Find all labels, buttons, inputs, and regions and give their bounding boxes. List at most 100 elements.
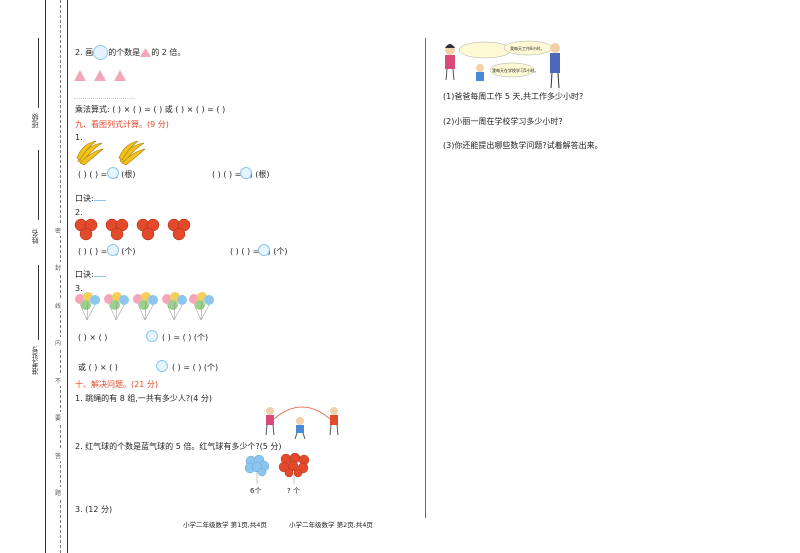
apple-group xyxy=(136,218,160,241)
balloon-group xyxy=(189,292,214,321)
page-divider xyxy=(425,38,426,518)
jump-rope-illustration xyxy=(265,406,339,440)
seal-char: 内 xyxy=(55,337,62,348)
footer-page-1: 小学二年级数学 第1页,共4页 xyxy=(183,521,267,529)
balloon-group xyxy=(104,292,129,321)
seal-char: 不 xyxy=(55,375,62,386)
dialogue-illustration xyxy=(445,40,560,89)
question-rope: 1. 跳绳的有 8 组,一共有多少人?(4 分) xyxy=(75,394,213,403)
bubble-dad-text: 我每天工作8小时。 xyxy=(510,46,545,51)
apple-groups xyxy=(74,218,191,241)
apple-group xyxy=(167,218,191,241)
operator-circle[interactable] xyxy=(146,330,158,342)
apple-group xyxy=(74,218,98,241)
operator-circle[interactable] xyxy=(107,167,119,179)
multiplication-line: 乘法算式: ( ) × ( ) = ( ) 或 ( ) × ( ) = ( ) xyxy=(75,105,226,114)
equation-bananas-a: ( ) ( ) = ( ) (根) xyxy=(78,170,136,179)
dad-icon xyxy=(550,43,560,89)
banana-icon xyxy=(121,148,146,165)
balloon-icon xyxy=(287,460,299,472)
operator-circle[interactable] xyxy=(240,167,252,179)
operator-circle[interactable] xyxy=(156,360,168,372)
name-label: 姓名: xyxy=(31,228,39,245)
girl-icon xyxy=(445,44,455,81)
balloon-group xyxy=(133,292,158,321)
operator-circle[interactable] xyxy=(258,244,270,256)
balloon-icon xyxy=(257,467,267,477)
triangle-row xyxy=(74,70,126,81)
seal-char: 封 xyxy=(55,262,62,273)
speech-bubble-child xyxy=(489,62,535,78)
triangle-icon xyxy=(94,70,106,81)
section-9-title: 九、看图列式计算。(9 分) xyxy=(75,120,169,129)
balloon-icon xyxy=(204,295,214,305)
seal-char: 线 xyxy=(55,300,62,311)
exam-id-underline xyxy=(38,265,39,340)
balloon-icon xyxy=(81,300,91,310)
equation-balloons-b: 或 ( ) × ( ) xyxy=(78,363,118,372)
banana-icon xyxy=(79,148,104,165)
exam-id-label: 准考证号: xyxy=(31,345,39,376)
operator-circle[interactable] xyxy=(107,244,119,256)
right-question-3: (3)你还能提出哪些数学问题?试着解答出来。 xyxy=(443,141,603,150)
equation-apples-a: ( ) ( ) = ( ) (个) xyxy=(78,247,136,256)
circle-icon xyxy=(93,45,109,60)
equation-balloons-a-result: ( ) = ( ) (个) xyxy=(162,333,209,342)
equation-balloons-b-result: ( ) = ( ) (个) xyxy=(172,363,219,372)
margin-line-inner xyxy=(67,0,68,553)
balloon-icon xyxy=(90,295,100,305)
class-label: 班级: xyxy=(31,112,39,129)
balloon-icon xyxy=(177,295,187,305)
child-icon xyxy=(294,417,306,440)
problem-3-number: 3. xyxy=(75,284,83,293)
balloon-icon xyxy=(284,468,294,478)
kouju-label: 口诀: xyxy=(75,194,106,204)
kouju-label: 口诀: xyxy=(75,270,106,280)
problem-1-number: 1. xyxy=(75,133,83,142)
kouju-blank[interactable] xyxy=(93,199,106,201)
equation-balloons-a: ( ) × ( ) xyxy=(78,333,108,342)
child-icon xyxy=(329,407,339,436)
section-10-title: 十、解决问题。(21 分) xyxy=(75,380,158,389)
footer-page-2: 小学二年级数学 第2页,共4页 xyxy=(289,521,373,529)
banana-icon xyxy=(118,141,139,161)
triangle-icon xyxy=(114,70,126,81)
balloon-icon xyxy=(110,300,120,310)
seal-char: 答 xyxy=(55,450,62,461)
balloon-group xyxy=(162,292,187,321)
triangle-icon xyxy=(140,48,152,57)
question-2-draw: 2. 画的个数是的 2 倍。 xyxy=(75,45,185,60)
apple-icon xyxy=(141,227,155,241)
balloon-icon xyxy=(139,300,149,310)
question-3: 3. (12 分) xyxy=(75,505,113,514)
balloon-icon xyxy=(148,295,158,305)
red-balloon-count: ? 个 xyxy=(287,487,300,495)
kouju-blank[interactable] xyxy=(93,275,106,277)
seal-line xyxy=(60,0,61,553)
triangle-icon xyxy=(74,70,86,81)
seal-char: 要 xyxy=(55,412,62,423)
balloon-group xyxy=(75,292,100,321)
right-question-1: (1)爸爸每周工作 5 天,共工作多少小时? xyxy=(443,92,584,101)
child-icon xyxy=(476,64,484,81)
seal-char: 题 xyxy=(55,487,62,498)
question-balloons: 2. 红气球的个数是蓝气球的 5 倍。红气球有多少个?(5 分) xyxy=(75,442,282,451)
balloon-icon xyxy=(119,295,129,305)
balloon-groups xyxy=(75,292,214,321)
banana-bunch xyxy=(76,141,104,165)
apple-icon xyxy=(172,227,186,241)
blue-balloons xyxy=(245,455,269,484)
balloon-icon xyxy=(195,300,205,310)
apple-icon xyxy=(110,227,124,241)
balloon-icon xyxy=(293,468,303,478)
class-underline xyxy=(38,38,39,108)
right-question-2: (2)小丽一周在学校学习多少小时? xyxy=(443,117,563,126)
blue-balloon-count: 6个 xyxy=(250,487,262,495)
name-underline xyxy=(38,150,39,220)
margin-line-outer xyxy=(45,0,46,553)
seal-char: 密 xyxy=(55,225,62,236)
banana-bunch xyxy=(118,141,146,165)
child-icon xyxy=(265,407,275,436)
red-balloons xyxy=(279,453,310,484)
drawing-area[interactable] xyxy=(74,88,134,99)
